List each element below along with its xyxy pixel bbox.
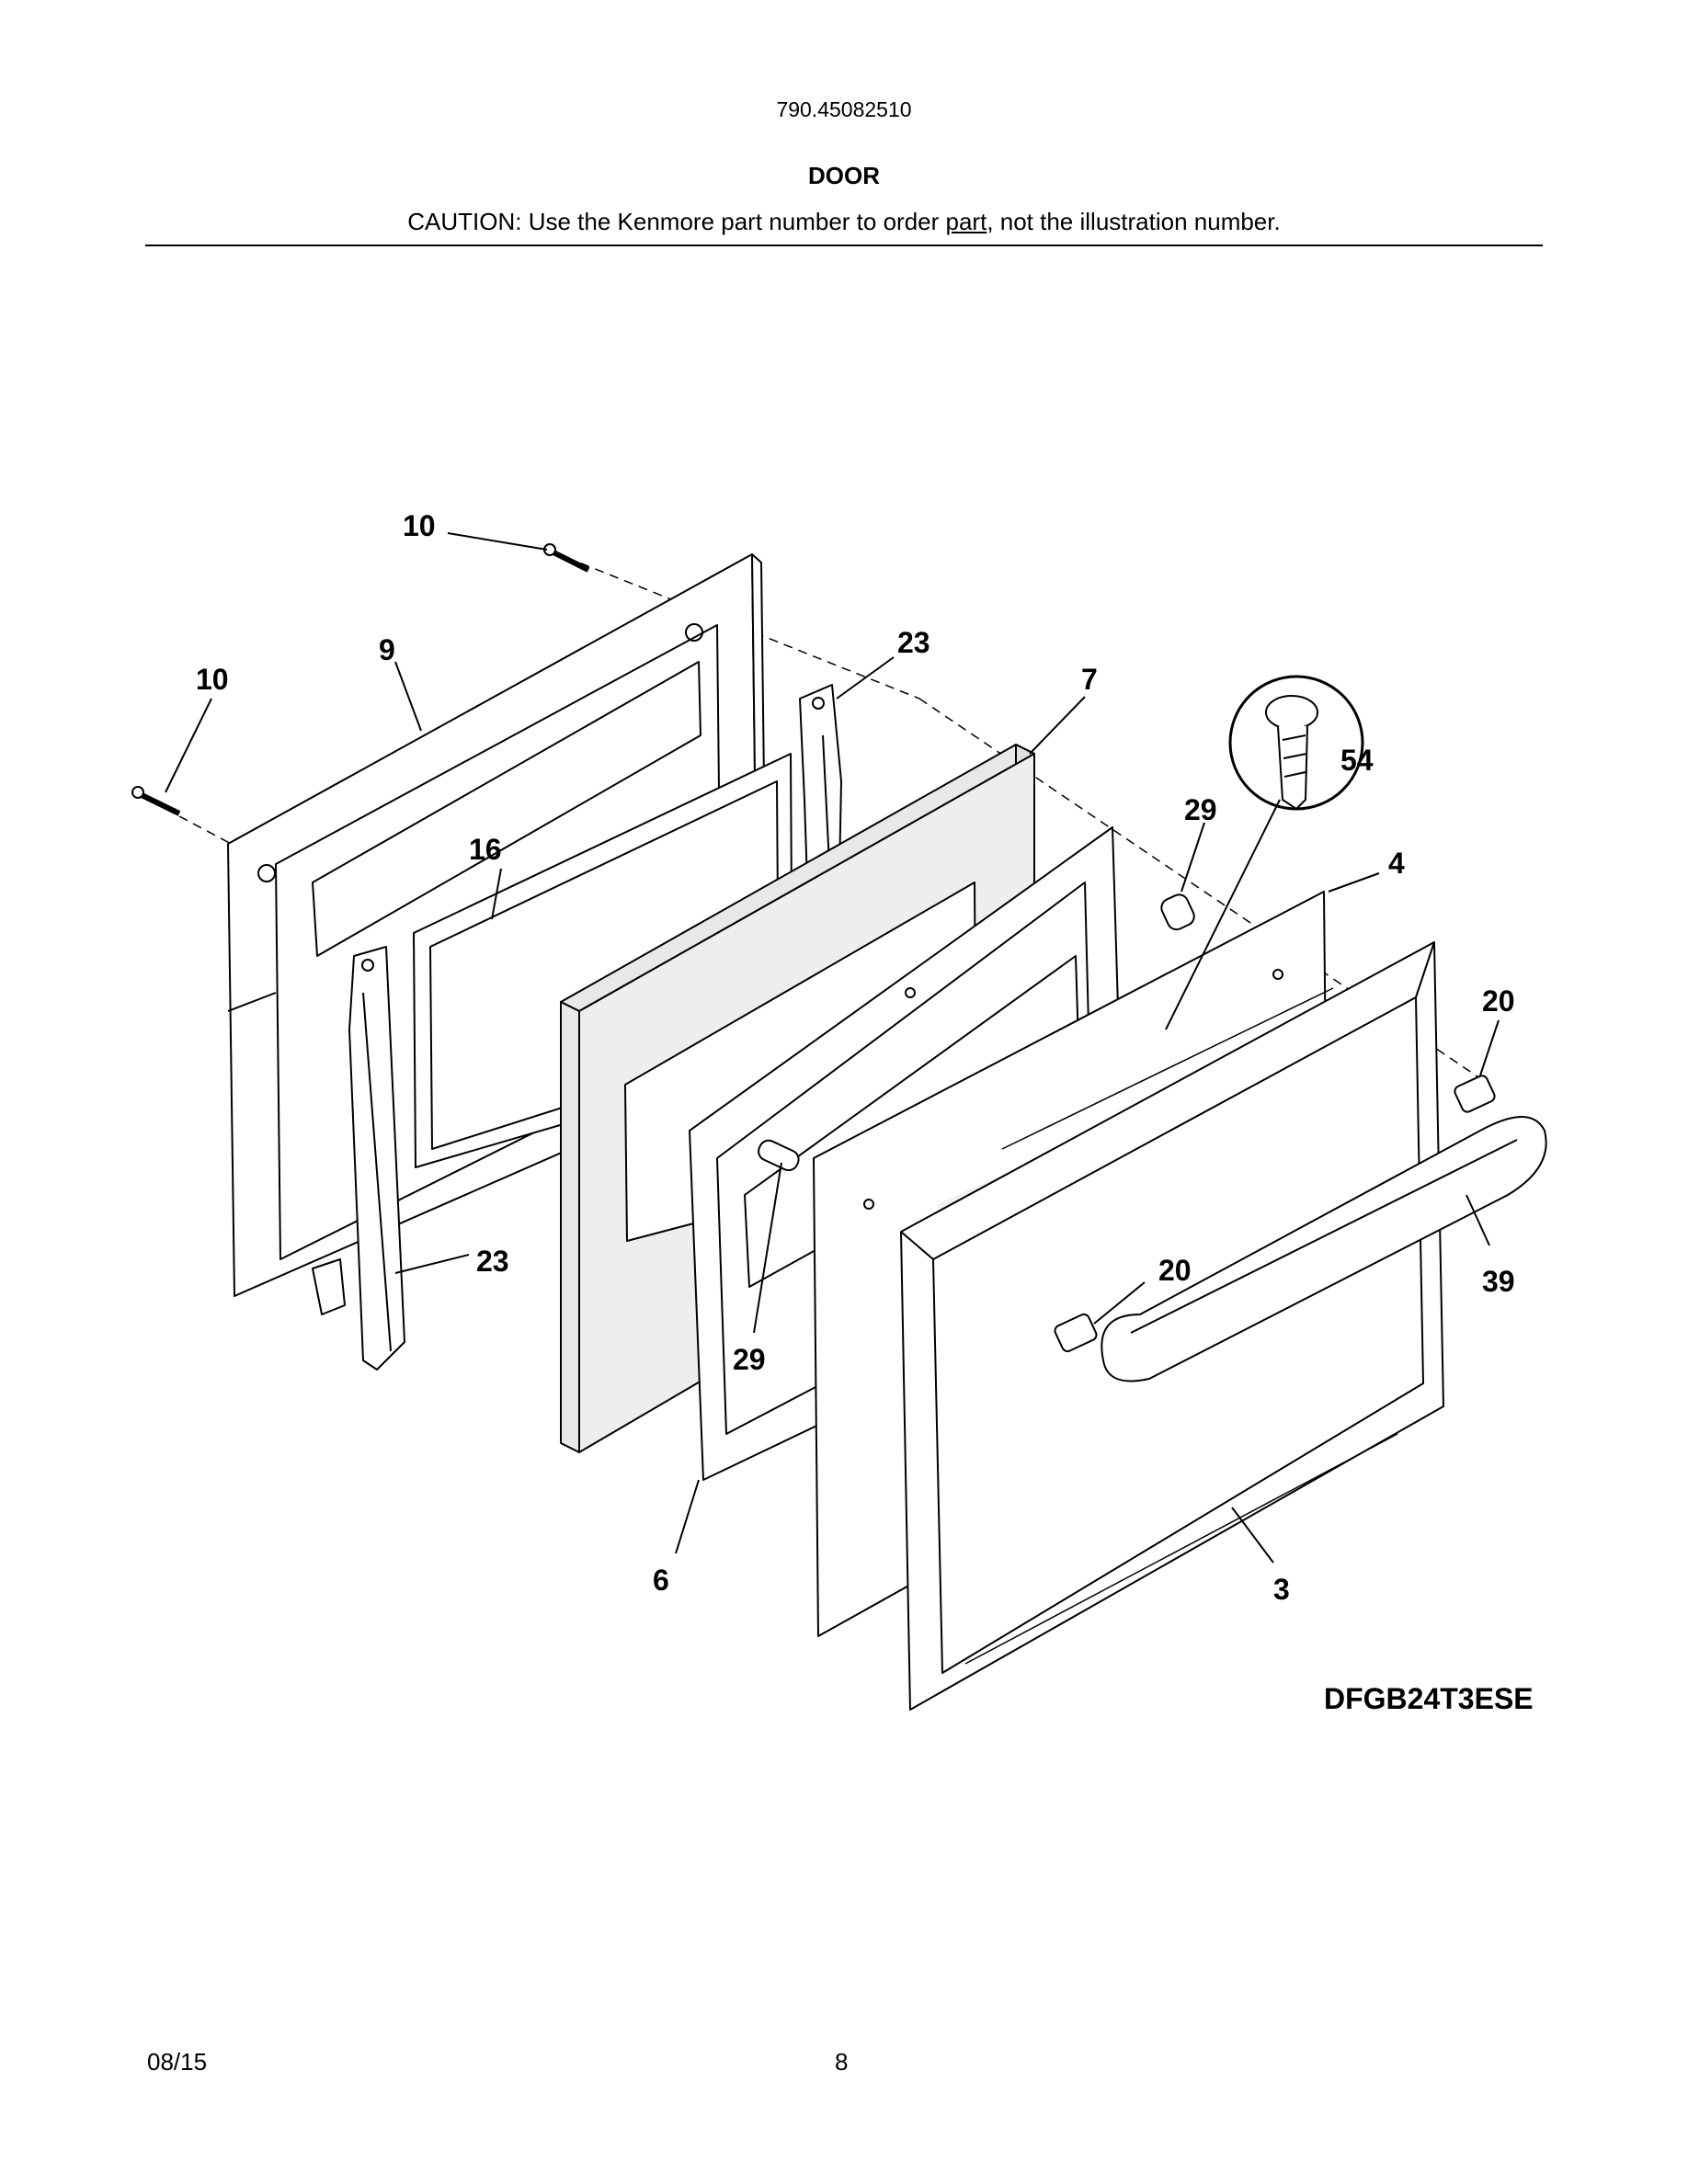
callout-handle: 39	[1482, 1265, 1515, 1298]
screw-left	[131, 786, 181, 816]
caution-note: CAUTION: Use the Kenmore part number to …	[0, 208, 1688, 236]
callout-hinge-top: 23	[897, 626, 930, 659]
spacer-top	[1160, 893, 1195, 931]
door-handle	[1101, 1116, 1547, 1382]
leader-lines	[165, 532, 1500, 1564]
callout-outer-glass: 4	[1388, 847, 1405, 880]
caution-prefix: CAUTION: Use the Kenmore part number to …	[407, 208, 946, 235]
callout-glass-pack: 6	[653, 1564, 669, 1597]
bracket-right	[1454, 1075, 1496, 1113]
spacer-bottom	[758, 1139, 800, 1172]
caution-link: part	[945, 208, 987, 235]
callout-labels: 10 10 9 23 7 54 29 4 16 20 20 39 23 29 3…	[196, 509, 1515, 1606]
screw-top	[543, 543, 590, 573]
callout-spacer-bottom: 29	[733, 1343, 766, 1376]
section-title: DOOR	[808, 162, 880, 189]
callout-inner-panel: 9	[379, 633, 395, 666]
callout-screw-left: 10	[196, 663, 229, 696]
callout-spacer-top: 29	[1184, 793, 1217, 826]
model-code: DFGB24T3ESE	[1324, 1682, 1534, 1715]
callout-bracket-right: 20	[1482, 984, 1515, 1018]
model-number: 790.45082510	[776, 97, 912, 121]
callout-bracket-center: 20	[1158, 1254, 1192, 1287]
bracket-center	[1054, 1313, 1098, 1353]
callout-hinge-bottom: 23	[476, 1245, 509, 1278]
caution-suffix: , not the illustration number.	[987, 208, 1281, 235]
header-rule	[145, 245, 1543, 246]
footer-date: 08/15	[147, 2048, 208, 2076]
callout-insulation: 7	[1081, 663, 1098, 696]
callout-screw-top: 10	[403, 509, 436, 542]
callout-window-glass: 16	[469, 833, 502, 866]
callout-door-frame: 3	[1273, 1573, 1290, 1606]
page-number: 8	[835, 2048, 849, 2076]
callout-screw-detail: 54	[1340, 744, 1374, 777]
screw-detail-circle	[1165, 675, 1364, 1030]
hinge-bottom	[312, 946, 405, 1371]
